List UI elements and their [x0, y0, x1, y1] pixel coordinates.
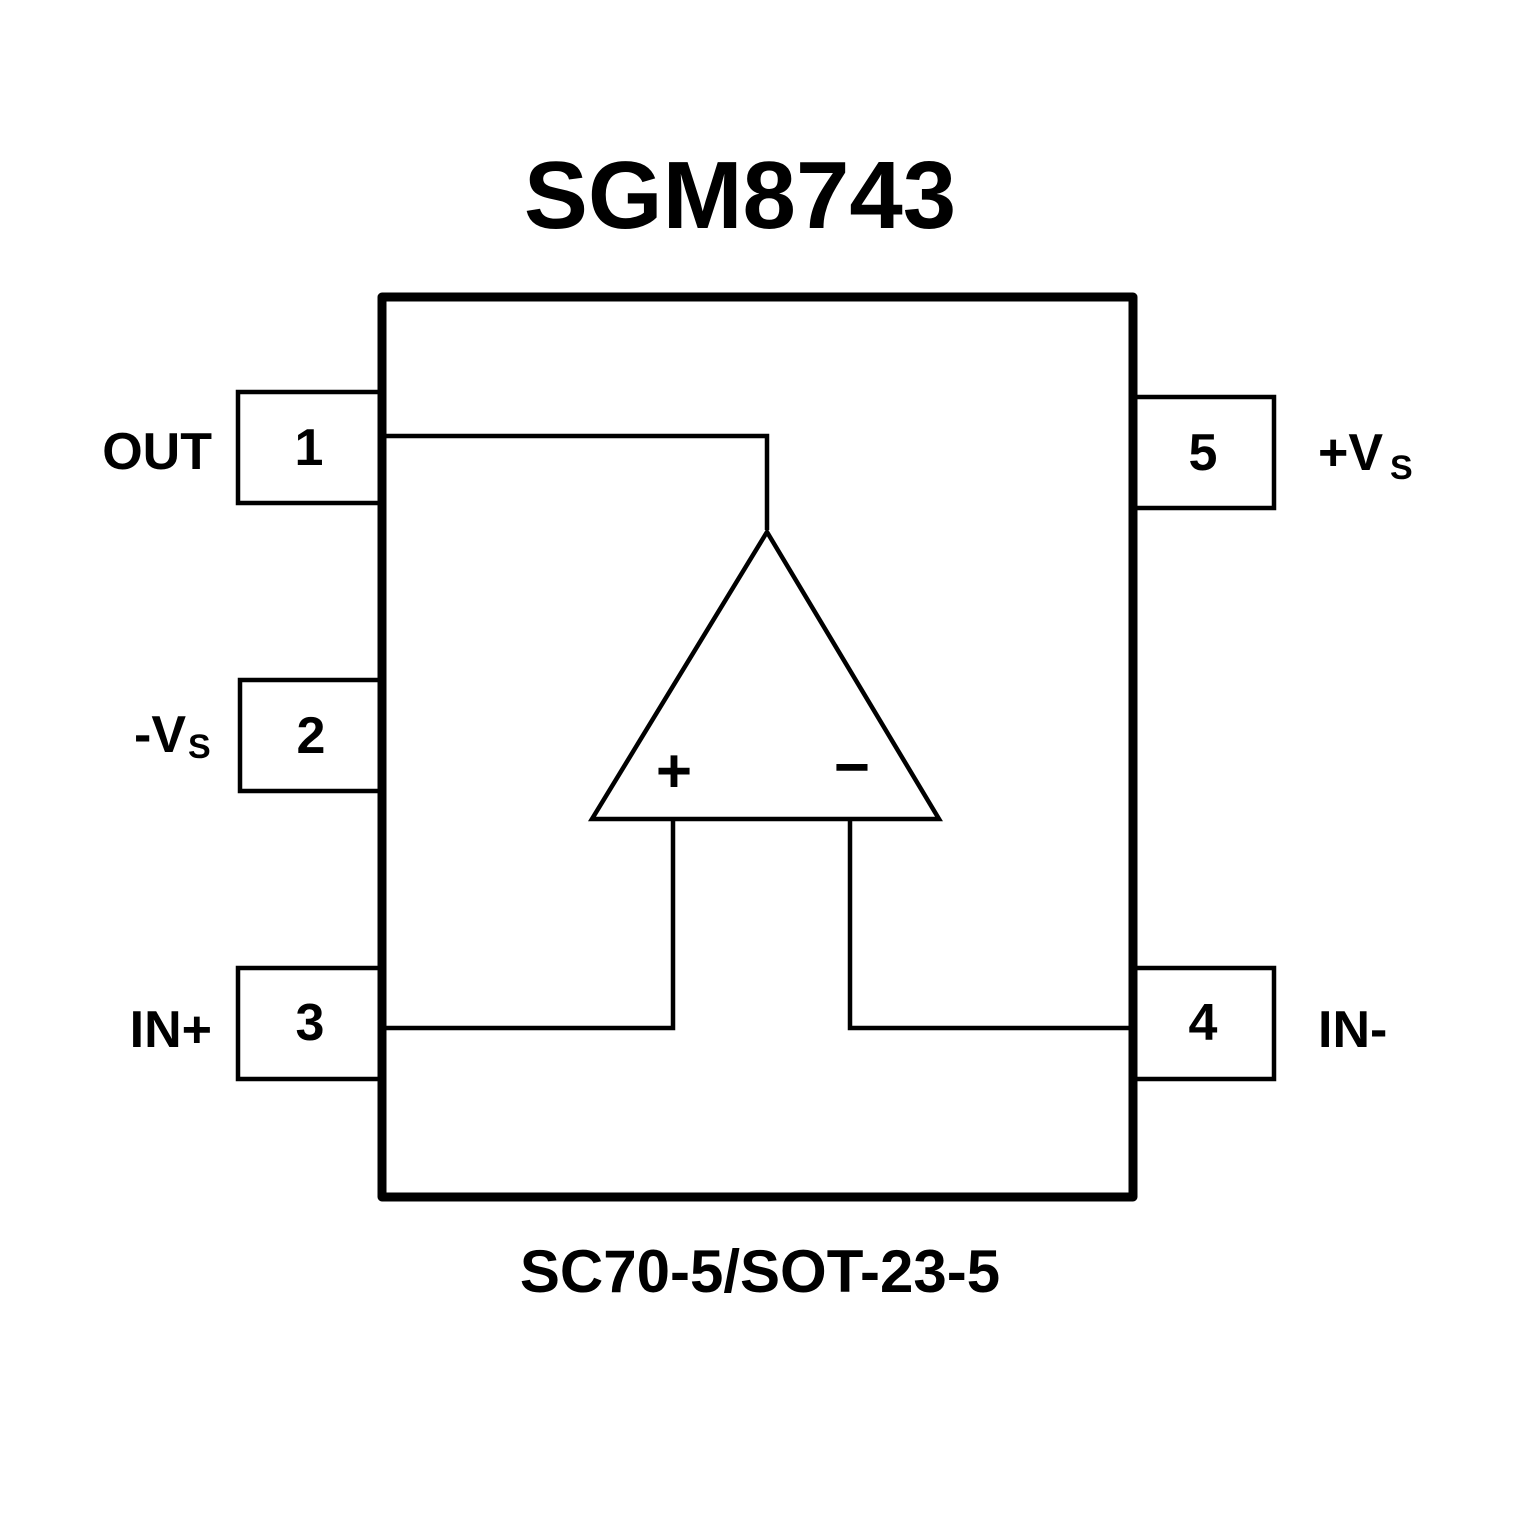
output-wire [386, 433, 770, 530]
pin-2-label: -V [134, 706, 186, 764]
pin-1-label: OUT [102, 423, 212, 481]
pin-2-box [237, 677, 378, 794]
pin-2-number: 2 [297, 707, 326, 765]
pin-5-number: 5 [1189, 424, 1218, 482]
pin-3-number: 3 [296, 994, 325, 1052]
pin-1-box [235, 389, 378, 506]
pin-1-number: 1 [295, 419, 324, 477]
opamp-triangle [587, 527, 943, 822]
chip-title: SGM8743 [524, 142, 956, 249]
pin-4-number: 4 [1189, 994, 1218, 1052]
pin-4-box [1137, 965, 1277, 1082]
chip-body [377, 292, 1138, 1202]
pin-5-box [1137, 394, 1277, 511]
plus-sign: + [656, 737, 692, 806]
pin-5-subscript: S [1390, 449, 1413, 487]
inverting-input-wire [847, 820, 1129, 1031]
minus-sign: − [834, 733, 870, 802]
pin-3-label: IN+ [130, 1001, 212, 1059]
pin-5-label: +V [1318, 424, 1383, 482]
package-label: SC70-5/SOT-23-5 [520, 1238, 1000, 1305]
pin-4-label: IN- [1318, 1001, 1387, 1059]
pin-3-box [235, 965, 378, 1082]
noninverting-input-wire [386, 820, 676, 1031]
pin-2-subscript: S [188, 728, 211, 766]
